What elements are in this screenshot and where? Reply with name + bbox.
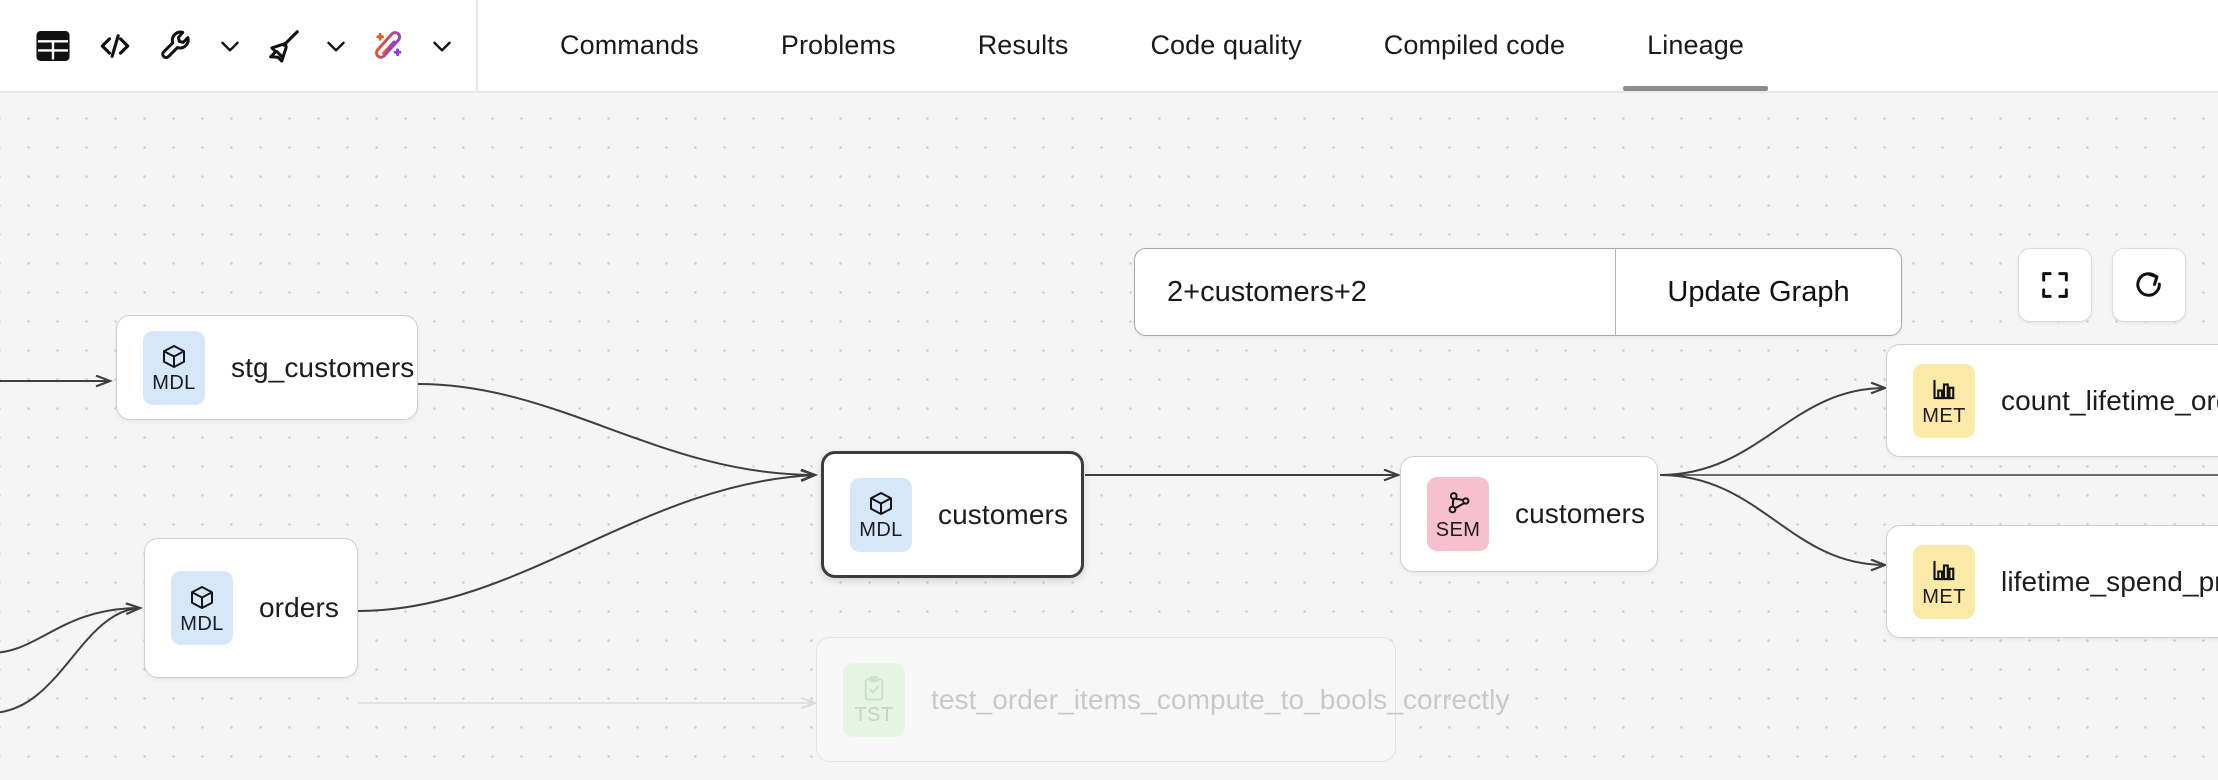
badge-label: SEM xyxy=(1435,518,1481,541)
badge-label: MDL xyxy=(152,372,196,394)
chevron-down-icon-build[interactable] xyxy=(208,16,252,76)
node-type-badge-mdl: MDL xyxy=(850,477,912,552)
lineage-node-customers-semantic[interactable]: SEM customers xyxy=(1400,456,1658,572)
tab-problems[interactable]: Problems xyxy=(780,30,896,60)
lineage-node-customers-model[interactable]: MDL customers xyxy=(821,451,1084,578)
chevron-down-icon-clean[interactable] xyxy=(314,16,358,76)
lineage-node-orders[interactable]: MDL orders xyxy=(144,538,358,678)
fit-view-icon[interactable] xyxy=(2018,248,2092,322)
node-label: stg_customers xyxy=(231,351,415,383)
tool-button-cluster xyxy=(0,0,478,91)
badge-label: MDL xyxy=(180,612,224,635)
chevron-down-icon-ai[interactable] xyxy=(420,16,464,76)
lineage-node-test-order-items[interactable]: TST test_order_items_compute_to_bools_co… xyxy=(816,637,1510,762)
refresh-icon[interactable] xyxy=(2112,248,2186,322)
table-view-icon[interactable] xyxy=(22,15,84,77)
tab-compiled-code[interactable]: Compiled code xyxy=(1383,30,1566,60)
node-label: lifetime_spend_pretax xyxy=(2001,565,2218,597)
node-label: test_order_items_compute_to_bools_correc… xyxy=(931,683,1510,715)
lineage-node-stg-customers[interactable]: MDL stg_customers xyxy=(116,315,418,420)
node-label: count_lifetime_orders xyxy=(2001,384,2218,416)
node-type-badge-sem: SEM xyxy=(1427,477,1489,551)
badge-label: MET xyxy=(1922,586,1966,608)
badge-label: MDL xyxy=(859,519,903,541)
graph-selector-bar: Update Graph xyxy=(1134,248,1902,336)
tab-commands[interactable]: Commands xyxy=(560,30,699,60)
badge-label: MET xyxy=(1922,405,1966,427)
wrench-icon[interactable] xyxy=(146,15,208,77)
canvas-controls xyxy=(2018,248,2186,322)
node-type-badge-met: MET xyxy=(1913,363,1975,438)
tab-code-quality[interactable]: Code quality xyxy=(1150,30,1302,60)
lineage-canvas[interactable]: MDL stg_customers MDL orders MDL custome… xyxy=(0,93,2218,780)
node-label: customers xyxy=(938,498,1069,530)
magic-wand-icon[interactable] xyxy=(358,15,420,77)
update-graph-button[interactable]: Update Graph xyxy=(1615,249,1901,335)
node-type-badge-mdl: MDL xyxy=(143,330,205,405)
top-toolbar: Commands Problems Results Code quality C… xyxy=(0,0,2218,93)
tab-bar: Commands Problems Results Code quality C… xyxy=(478,0,1774,91)
node-label: customers xyxy=(1515,498,1646,529)
node-type-badge-met: MET xyxy=(1913,544,1975,619)
lineage-node-lifetime-spend-pretax[interactable]: MET lifetime_spend_pretax xyxy=(1886,525,2218,638)
broom-icon[interactable] xyxy=(252,15,314,77)
code-view-icon[interactable] xyxy=(84,15,146,77)
node-type-badge-mdl: MDL xyxy=(171,571,233,645)
tab-results[interactable]: Results xyxy=(977,30,1069,60)
tab-lineage[interactable]: Lineage xyxy=(1617,0,1774,91)
node-label: orders xyxy=(259,592,339,623)
node-type-badge-tst: TST xyxy=(843,662,905,737)
badge-label: TST xyxy=(854,704,894,726)
graph-selector-input[interactable] xyxy=(1135,249,1615,335)
toolbar-divider xyxy=(476,0,478,91)
lineage-node-count-lifetime-orders[interactable]: MET count_lifetime_orders xyxy=(1886,344,2218,457)
